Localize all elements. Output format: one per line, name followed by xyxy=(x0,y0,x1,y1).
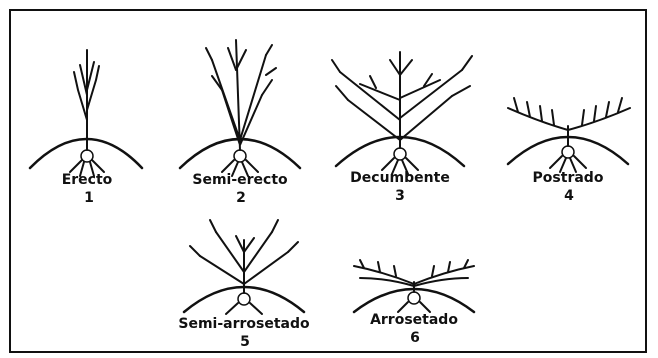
number-1: 1 xyxy=(84,190,94,206)
plant-postrado xyxy=(508,98,630,172)
label-semi-arrosetado: Semi-arrosetado xyxy=(178,316,309,332)
label-arrosetado: Arrosetado xyxy=(370,312,458,328)
number-3: 3 xyxy=(395,188,405,204)
label-decumbente: Decumbente xyxy=(350,170,450,186)
label-semi-erecto: Semi-erecto xyxy=(192,172,287,188)
label-erecto: Erecto xyxy=(62,172,113,188)
number-6: 6 xyxy=(410,330,420,346)
plant-semi-erecto xyxy=(180,40,300,176)
number-2: 2 xyxy=(236,190,246,206)
number-5: 5 xyxy=(240,334,250,350)
plant-decumbente xyxy=(332,52,472,174)
plant-arrosetado xyxy=(354,260,474,312)
number-4: 4 xyxy=(564,188,574,204)
plant-erecto xyxy=(30,50,142,176)
plant-semi-arrosetado xyxy=(184,220,304,314)
label-postrado: Postrado xyxy=(533,170,604,186)
